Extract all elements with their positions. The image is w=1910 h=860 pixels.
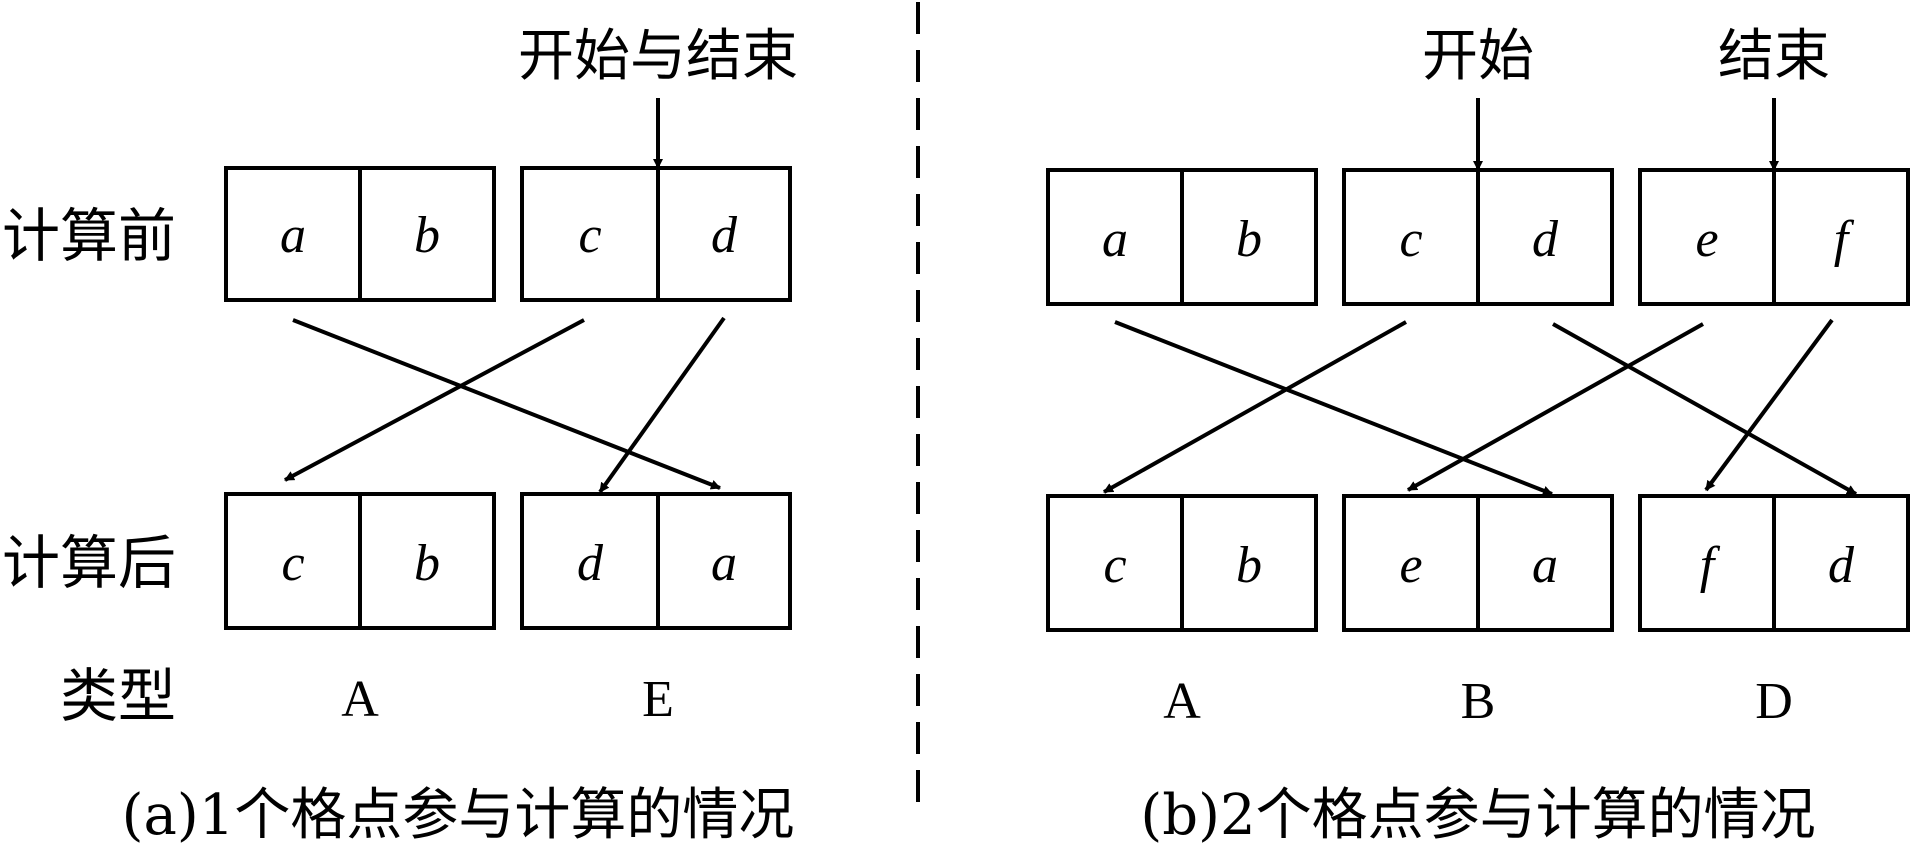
label-after: 计算后 <box>2 529 176 597</box>
cell-value: c <box>1399 211 1422 268</box>
transfer-arrow <box>1704 318 1834 492</box>
type-label: A <box>1163 673 1201 730</box>
transfer-arrow <box>292 318 721 490</box>
cell-value: c <box>281 535 304 592</box>
cell-value: b <box>1236 537 1262 594</box>
marker-start: 开始 <box>1422 24 1534 89</box>
cell-value: d <box>1532 211 1559 268</box>
transfer-arrow <box>1552 322 1857 496</box>
cell-value: a <box>1102 211 1128 268</box>
before-cell-group-1: a b <box>1046 168 1318 306</box>
cell-value: e <box>1399 537 1422 594</box>
cell-value: d <box>1828 537 1855 594</box>
marker-start-end: 开始与结束 <box>518 24 798 89</box>
cell-value: d <box>711 207 738 264</box>
before-cell-group-3: e f <box>1638 168 1910 306</box>
cell-value: a <box>280 207 306 264</box>
cell-value: e <box>1695 211 1718 268</box>
type-label: E <box>642 671 674 728</box>
label-before: 计算前 <box>2 202 176 270</box>
after-cell-group-2: d a <box>520 492 792 630</box>
type-label: B <box>1461 673 1496 730</box>
caption-a: (a)1个格点参与计算的情况 <box>122 783 795 848</box>
transfer-arrow <box>1407 322 1704 492</box>
before-cell-group-2: c d <box>1342 168 1614 306</box>
transfer-arrow <box>598 316 726 494</box>
cell-value: b <box>1236 211 1262 268</box>
cell-value: a <box>1532 537 1558 594</box>
transfer-arrow <box>284 318 585 482</box>
after-cell-group-3: f d <box>1638 494 1910 632</box>
panel-a: 开始与结束 a b c d c b d a <box>122 24 798 848</box>
cell-value: a <box>711 535 737 592</box>
cell-value: f <box>1700 537 1721 594</box>
after-cell-group-2: e a <box>1342 494 1614 632</box>
cell-value: d <box>577 535 604 592</box>
transfer-arrow <box>1103 320 1407 494</box>
label-type: 类型 <box>60 662 176 730</box>
type-label: A <box>341 671 379 728</box>
before-cell-group-1: a b <box>224 166 496 302</box>
transfer-arrow <box>1114 320 1553 496</box>
cell-value: b <box>414 207 440 264</box>
before-cell-group-2: c d <box>520 166 792 302</box>
cell-value: c <box>1103 537 1126 594</box>
after-cell-group-1: c b <box>224 492 496 630</box>
cell-value: b <box>414 535 440 592</box>
cell-value: f <box>1834 211 1855 268</box>
caption-b: (b)2个格点参与计算的情况 <box>1140 783 1815 848</box>
type-label: D <box>1755 673 1793 730</box>
cell-value: c <box>578 207 601 264</box>
after-cell-group-1: c b <box>1046 494 1318 632</box>
panel-b: 开始 结束 a b c d e f <box>1046 24 1910 848</box>
marker-end: 结束 <box>1718 24 1830 89</box>
